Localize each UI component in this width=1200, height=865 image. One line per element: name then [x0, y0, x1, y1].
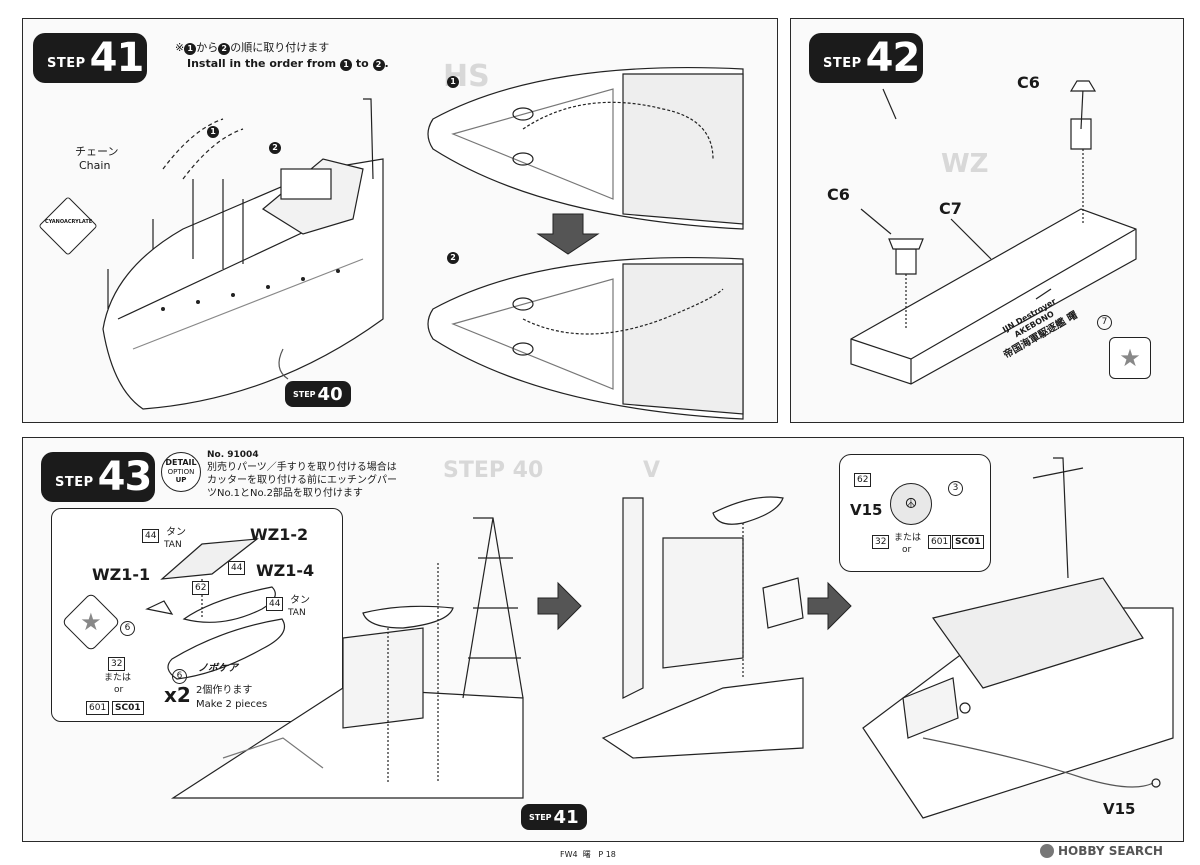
step-badge: STEP 41 [33, 33, 147, 83]
ship-illustration-2 [601, 496, 804, 759]
num-44-b: 44 [228, 561, 246, 575]
ship-illustration-3 [862, 457, 1174, 819]
ghost-print: STEP 40 [443, 458, 544, 483]
num-601: 601 [86, 701, 110, 715]
or-en: or [114, 685, 124, 695]
order-marker-2: 2 [269, 135, 281, 154]
callout-num-601: 601 [928, 535, 952, 549]
order-num-1: 1 [184, 43, 197, 55]
stand-illustration [850, 80, 1137, 385]
callout-num-32: 32 [872, 535, 890, 549]
callout-or-en: or [902, 545, 912, 555]
nobokea-label: ノボケア [198, 663, 238, 674]
lifebuoy-icon: ☮ [890, 483, 932, 525]
tan-jp-b: タン [290, 595, 310, 606]
tan-en-b: TAN [288, 608, 306, 618]
down-arrow [536, 213, 600, 255]
step-badge: STEP 43 [41, 452, 155, 502]
tan-en-a: TAN [164, 540, 182, 550]
circle-6-b: 6 [172, 663, 187, 684]
top-view-marker-2: 2 [447, 245, 459, 264]
circled-number: 7 [1097, 309, 1112, 330]
watermark: HOBBY SEARCH [1040, 844, 1163, 858]
cyanoacrylate-label: CYANOACRYLATE [45, 219, 93, 225]
callout-part-v15: V15 [850, 501, 883, 519]
top-view-marker-1: 1 [447, 69, 459, 88]
chain-label-en: Chain [79, 159, 111, 172]
callout-num-62: 62 [854, 473, 872, 487]
part-c6-top: C6 [1017, 73, 1040, 92]
step43-panel: STEP 40 V STEP 43 DETAIL OPTION UP No. 9… [22, 437, 1184, 842]
circle-6-a: 6 [120, 615, 135, 636]
num-44-c: 44 [266, 597, 284, 611]
chain-label-jp: チェーン [75, 145, 119, 158]
v15-callout: 62 3 ☮ V15 32 または or 601 SC01 [839, 454, 991, 572]
part-wz1-1: WZ1-1 [92, 565, 151, 584]
part-c7: C7 [939, 199, 962, 218]
detail-note-3: ツNo.1とNo.2部品を取り付けます [207, 488, 363, 499]
product-number: No. 91004 [207, 450, 259, 460]
num-44-a: 44 [142, 529, 160, 543]
step-number: 43 [97, 454, 153, 500]
deck-top-view-1 [427, 67, 744, 230]
part-v15-bottom: V15 [1103, 800, 1136, 818]
callout-or-jp: または [894, 533, 922, 543]
step-number: 41 [89, 35, 145, 81]
or-jp: または [104, 673, 132, 683]
step-word: STEP [823, 55, 862, 71]
step42-panel: WZ STEP 42 C6 C6 C7 IJN Destroyer AKEBON… [790, 18, 1184, 423]
step-word: STEP [55, 474, 94, 490]
step-badge: STEP 42 [809, 33, 923, 83]
callout-sc01: SC01 [952, 535, 984, 549]
install-order-note-en: Install in the order from 1 to 2. [187, 57, 389, 71]
order-num-2: 2 [218, 43, 231, 55]
step-word: STEP [47, 55, 86, 71]
next-arrow-1 [537, 581, 582, 631]
footer-page: FW4 曙 P 18 [560, 850, 616, 859]
num-62: 62 [192, 581, 210, 595]
make-jp: 2個作ります [196, 685, 253, 696]
ghost-print: V [643, 458, 661, 483]
step-number: 42 [865, 35, 921, 81]
boat-parts-illustration [145, 538, 286, 680]
sc01: SC01 [112, 701, 144, 715]
part-c6-left: C6 [827, 185, 850, 204]
watermark-logo-icon [1040, 844, 1054, 858]
detail-up-badge: DETAIL OPTION UP [161, 452, 201, 492]
part-wz1-4: WZ1-4 [256, 561, 315, 580]
ghost-print: WZ [941, 149, 989, 179]
detail-note-2: カッターを取り付ける前にエッチングパー [207, 475, 397, 486]
part-wz1-2: WZ1-2 [250, 525, 309, 544]
boat-subassembly-box: 44 タン TAN WZ1-2 WZ1-1 44 WZ1-4 62 44 タン … [51, 508, 343, 722]
make-en: Make 2 pieces [196, 699, 268, 710]
num-32: 32 [108, 657, 126, 671]
star-sticker-icon: ★ [1109, 337, 1151, 379]
detail-note-1: 別売りパーツ／手すりを取り付ける場合は [207, 462, 397, 473]
next-arrow-2 [807, 581, 852, 631]
tan-jp-a: タン [166, 527, 186, 538]
callout-circle-3: 3 [948, 475, 963, 496]
order-marker-1: 1 [207, 119, 219, 138]
ship-illustration-1 [170, 517, 524, 799]
deck-top-view-2 [427, 257, 744, 420]
bow-illustration [102, 98, 384, 410]
make-count: x2 [164, 683, 191, 707]
